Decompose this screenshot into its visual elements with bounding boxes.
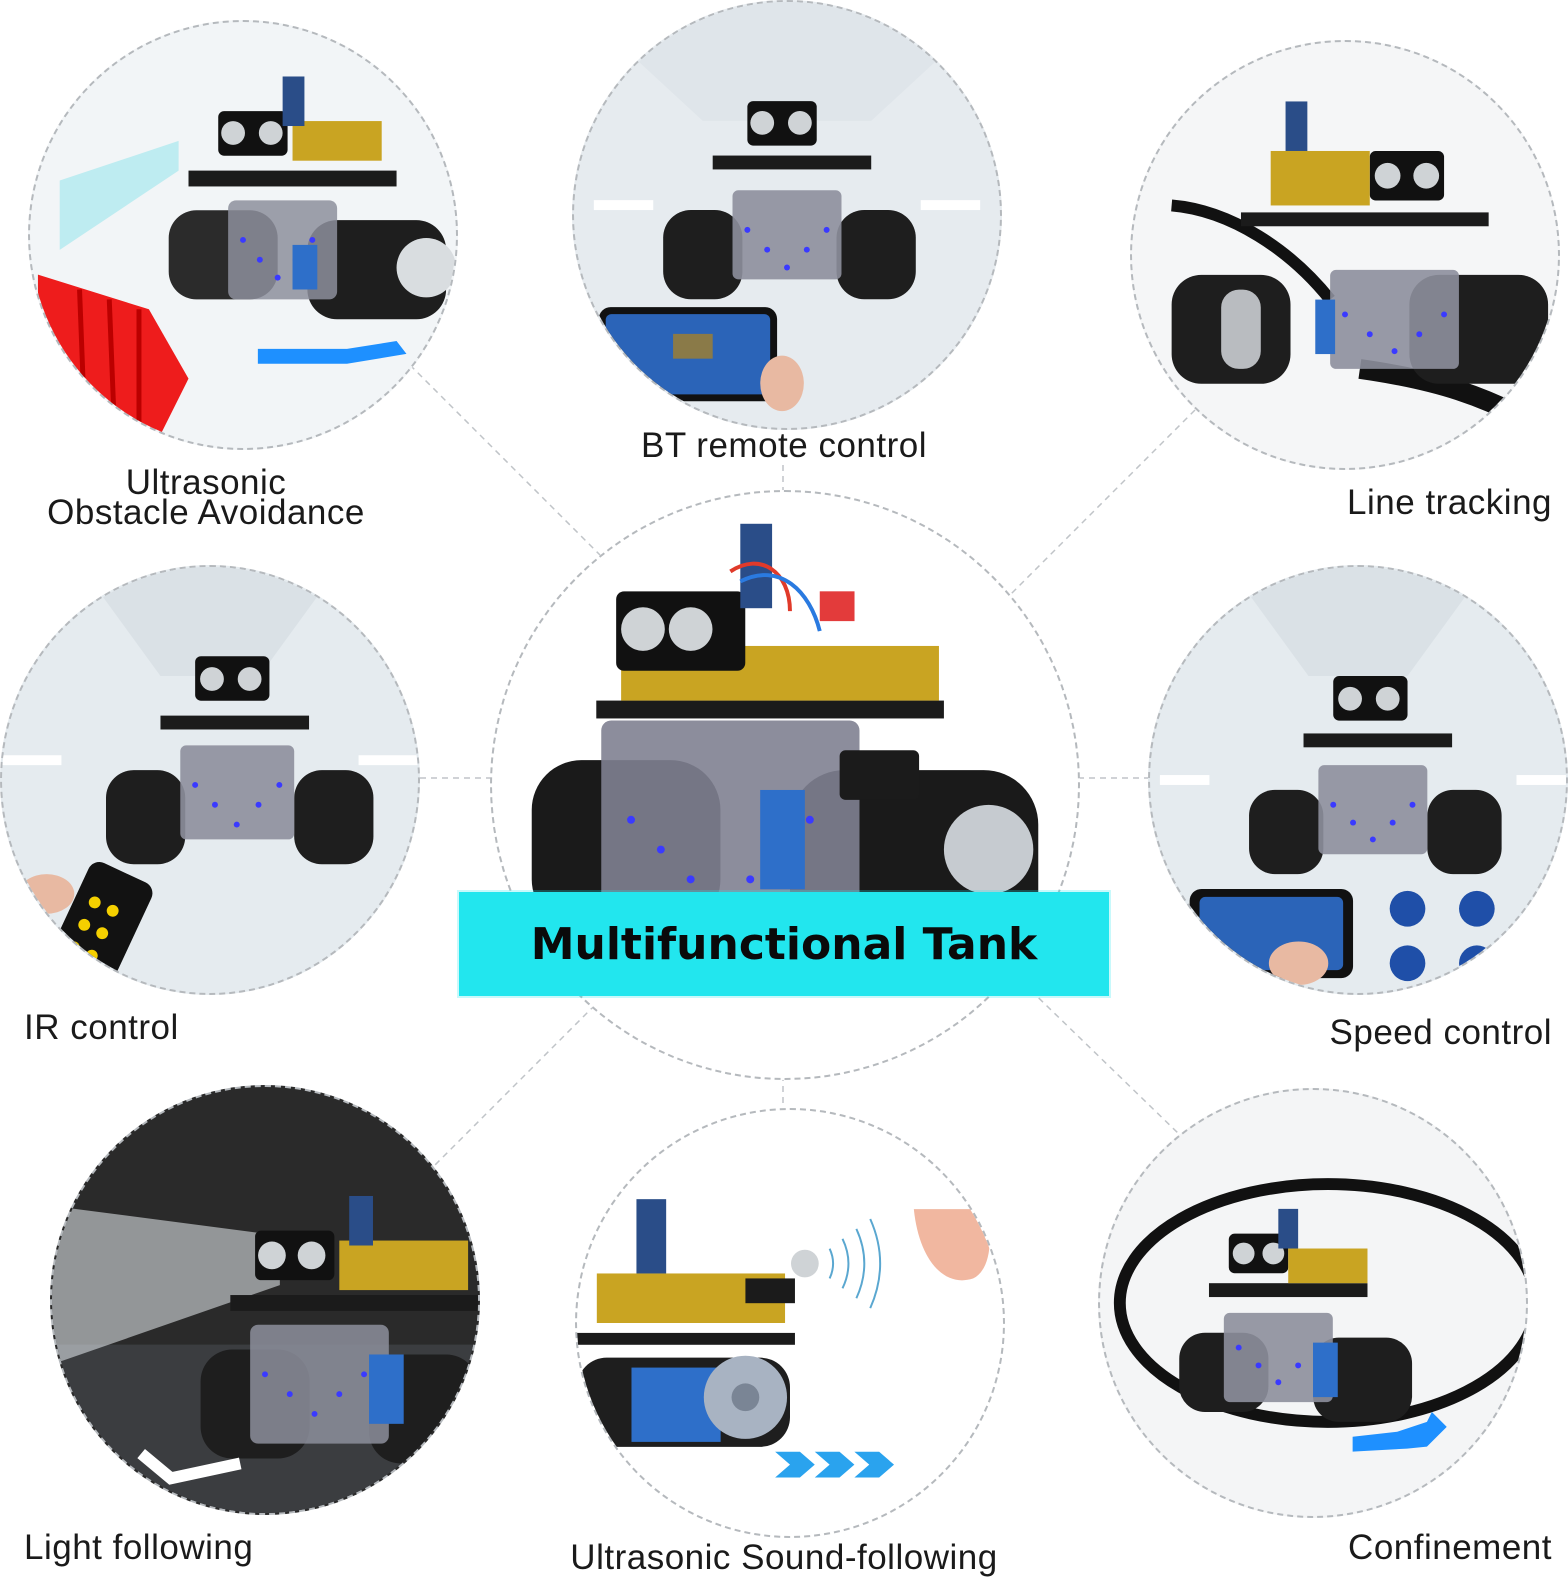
label-bt-remote: BT remote control (640, 426, 928, 465)
tank-robot-icon (574, 2, 1000, 412)
label-sound-following: Ultrasonic Sound-following (570, 1538, 998, 1577)
tank-robot-icon (577, 1199, 990, 1478)
feature-circle-sound-following (575, 1108, 1005, 1538)
label-confinement: Confinement (1348, 1528, 1552, 1567)
page-title: Multifunctional Tank (530, 918, 1038, 970)
remote-icon (38, 862, 153, 993)
sound-wave-icon (828, 1218, 882, 1309)
light-beam-icon (52, 1195, 478, 1513)
feature-circle-ultrasonic-obstacle (28, 20, 458, 450)
label-speed-control: Speed control (1329, 1013, 1552, 1052)
arrow-icon (1352, 1411, 1447, 1452)
tank-robot-icon (2, 567, 418, 993)
title-banner: Multifunctional Tank (459, 892, 1109, 996)
feature-circle-ir-control (0, 565, 420, 995)
black-line-icon (1171, 101, 1558, 447)
label-ultrasonic-obstacle: Ultrasonic Obstacle Avoidance (47, 463, 365, 532)
hand-icon (760, 355, 804, 412)
hand-icon (18, 874, 75, 914)
label-line-tracking: Line tracking (1347, 483, 1552, 522)
hand-icon (1268, 941, 1329, 986)
tank-robot-icon (1159, 567, 1566, 986)
black-line-icon (1113, 1178, 1526, 1452)
hand-icon (913, 1209, 990, 1281)
label-ir-control: IR control (24, 1008, 179, 1047)
tank-robot-icon (37, 76, 456, 439)
feature-circle-speed-control (1148, 565, 1568, 995)
feature-circle-line-tracking (1130, 40, 1560, 470)
feature-circle-bt-remote (572, 0, 1002, 430)
arrow-icon (775, 1451, 895, 1478)
label-light-following: Light following (24, 1528, 254, 1567)
feature-circle-confinement (1098, 1088, 1528, 1518)
arrow-icon (137, 1448, 242, 1485)
feature-circle-light-following (50, 1085, 480, 1515)
